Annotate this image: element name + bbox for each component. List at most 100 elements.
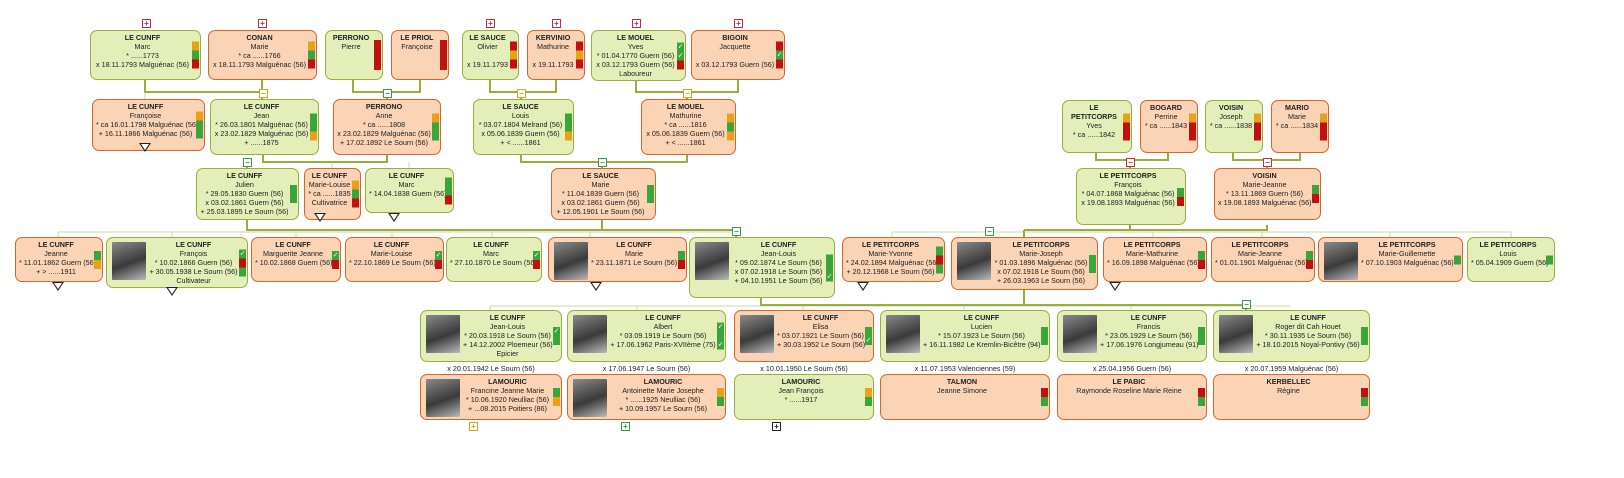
expand-toggle-icon[interactable]: +: [258, 19, 267, 28]
collapse-toggle-icon[interactable]: −: [383, 89, 392, 98]
person-event: + 10.09.1957 Le Sourn (56): [618, 404, 708, 413]
expand-toggle-icon[interactable]: +: [621, 422, 630, 431]
expand-toggle-icon[interactable]: +: [734, 19, 743, 28]
person-event: * 11.04.1839 Guern (56): [562, 189, 639, 198]
collapse-toggle-icon[interactable]: −: [259, 89, 268, 98]
expand-toggle-icon[interactable]: +: [469, 422, 478, 431]
expand-toggle-icon[interactable]: +: [142, 19, 151, 28]
check-icon: ✓: [826, 272, 833, 281]
status-bar: [1361, 327, 1368, 336]
person-event: x 18.11.1793 Malguénac (56): [213, 60, 306, 69]
collapse-toggle-icon[interactable]: −: [1263, 158, 1272, 167]
collapse-toggle-icon[interactable]: −: [243, 158, 252, 167]
collapse-toggle-icon[interactable]: −: [732, 227, 741, 236]
show-descendants-icon[interactable]: [590, 282, 602, 291]
status-bar: [1312, 194, 1319, 203]
person-given-name: Louis: [511, 111, 530, 120]
person-surname: VOISIN: [1252, 171, 1277, 180]
show-descendants-icon[interactable]: [314, 213, 326, 222]
expand-toggle-icon[interactable]: +: [632, 19, 641, 28]
status-bar: [1123, 122, 1130, 131]
show-descendants-icon[interactable]: [388, 213, 400, 222]
show-descendants-icon[interactable]: [1109, 282, 1121, 291]
person-event: * 16.09.1898 Malguénac (56): [1107, 258, 1200, 267]
status-bar: [865, 388, 872, 397]
source-status-bars: [1254, 113, 1261, 140]
expand-toggle-icon[interactable]: +: [772, 422, 781, 431]
person-surname: LE PABIC: [1112, 377, 1146, 386]
show-descendants-icon[interactable]: [166, 287, 178, 296]
source-status-bars: [1306, 250, 1313, 269]
person-surname: LE CUNFF: [473, 240, 509, 249]
person-event: x 05.06.1839 Guern (56): [481, 129, 560, 138]
collapse-toggle-icon[interactable]: −: [517, 89, 526, 98]
person-event: x 19.11.1793: [532, 60, 574, 69]
show-descendants-icon[interactable]: [52, 282, 64, 291]
collapse-toggle-icon[interactable]: −: [1242, 300, 1251, 309]
collapse-toggle-icon[interactable]: −: [1126, 158, 1135, 167]
person-surname: LE CUNFF: [175, 240, 212, 249]
collapse-toggle-icon[interactable]: −: [598, 158, 607, 167]
person-event: x 23.02.1829 Malguénac (56): [214, 129, 309, 138]
person-given-name: Jean François: [778, 386, 824, 395]
expand-toggle-icon[interactable]: +: [486, 19, 495, 28]
status-bar: [239, 267, 246, 276]
show-descendants-icon[interactable]: [857, 282, 869, 291]
person-event: * 10.02.1866 Guern (56): [154, 258, 233, 267]
show-descendants-icon[interactable]: [139, 143, 151, 152]
person-photo: [1324, 242, 1358, 280]
person-event: * 03.09.1919 Le Sourn (56): [619, 331, 707, 340]
collapse-toggle-icon[interactable]: −: [683, 89, 692, 98]
collapse-toggle-icon[interactable]: −: [985, 227, 994, 236]
expand-toggle-icon[interactable]: +: [552, 19, 561, 28]
